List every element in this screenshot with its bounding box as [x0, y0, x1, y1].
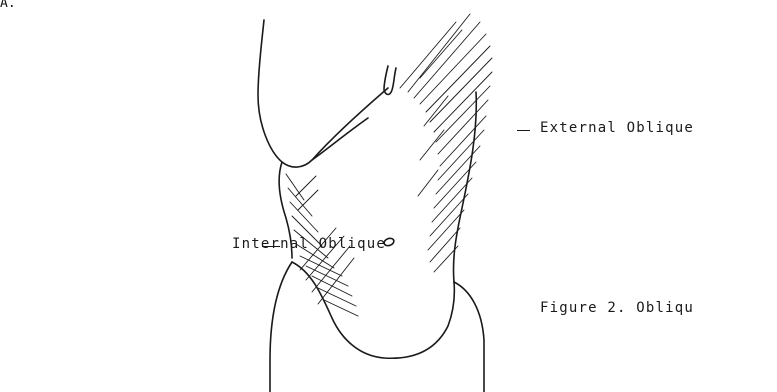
internal-oblique-leader: [262, 246, 280, 247]
left-leg-outline: [270, 262, 292, 392]
right-leg-outline: [454, 282, 484, 392]
external-oblique-leader: [517, 130, 530, 131]
figure-caption: Figure 2. Obliqu: [540, 300, 694, 316]
internal-oblique-label: Internal Oblique: [232, 236, 386, 252]
abdomen-outline: [292, 262, 454, 358]
external-oblique-hatching: [400, 14, 492, 272]
arm-outline: [258, 20, 388, 167]
chest-outline: [312, 118, 368, 160]
external-oblique-label: External Oblique: [540, 120, 694, 136]
